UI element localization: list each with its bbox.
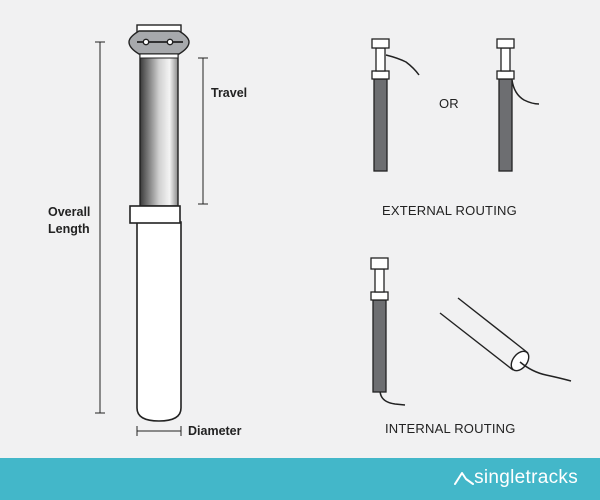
internal-routing-post: [370, 257, 406, 406]
collar: [129, 205, 181, 224]
footer-bar: singletracks: [0, 458, 600, 500]
dropper-post-diagram: Travel Overall Length Diameter OR EXTERN…: [48, 24, 572, 438]
external-routing-post-b: [496, 38, 540, 172]
saddle-clamp: [128, 24, 190, 59]
external-routing-post-a: [371, 38, 420, 172]
travel-label: Travel: [211, 86, 247, 100]
overall-length-label-line2: Length: [48, 222, 90, 236]
diameter-label: Diameter: [188, 424, 242, 438]
lower-body: [136, 221, 182, 422]
overall-length-label-line1: Overall: [48, 205, 90, 219]
diameter-dimension: [136, 426, 182, 436]
stanchion: [139, 52, 179, 207]
travel-dimension: [198, 57, 208, 205]
internal-routing-tube-cutaway: [439, 297, 572, 382]
or-label: OR: [439, 96, 459, 111]
external-routing-label: EXTERNAL ROUTING: [382, 203, 517, 218]
singletracks-mountain-icon: [454, 472, 475, 485]
overall-length-dimension: [95, 41, 105, 414]
internal-routing-label: INTERNAL ROUTING: [385, 421, 516, 436]
main-dropper-post: [128, 24, 190, 422]
brand-name: singletracks: [474, 467, 578, 488]
brand-logo[interactable]: singletracks: [454, 467, 578, 489]
